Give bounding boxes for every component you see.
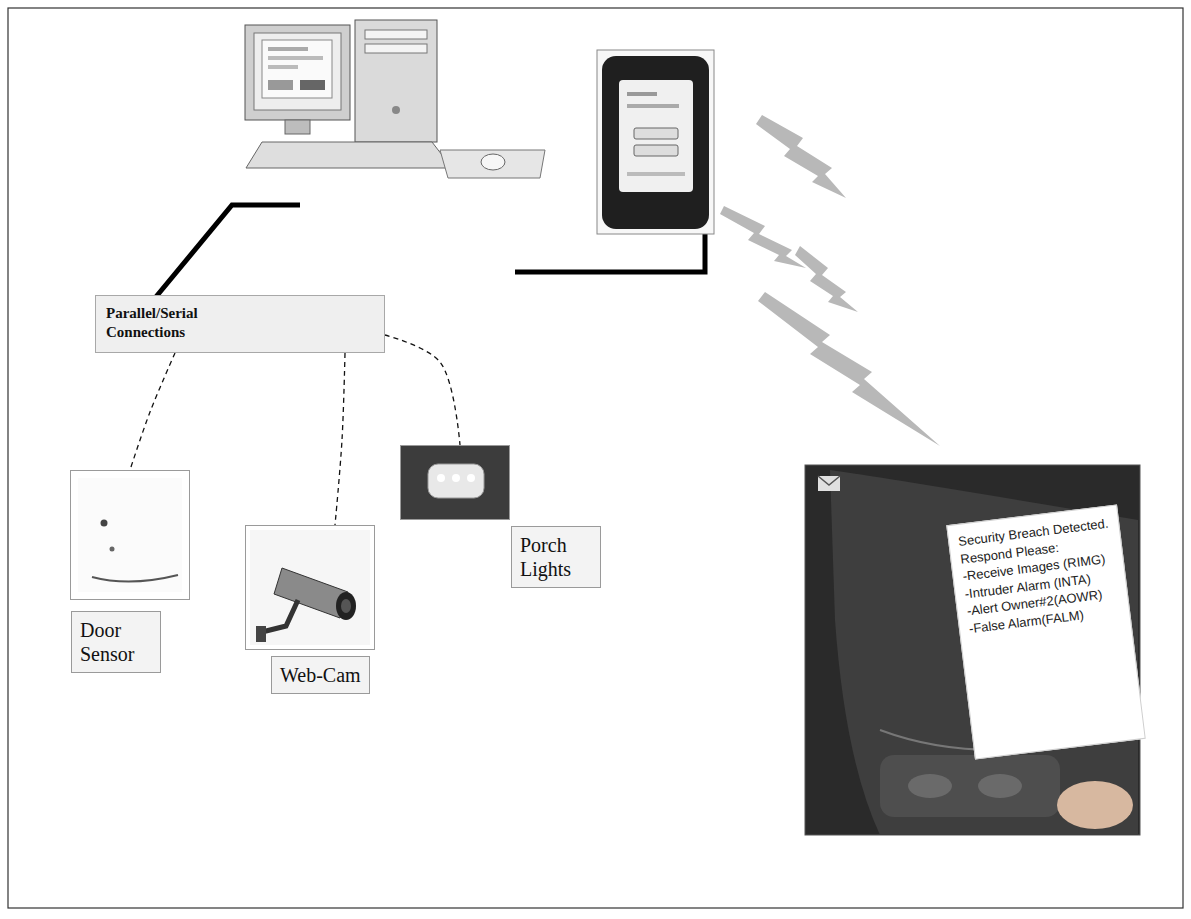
label-box: Porch Lights: [511, 526, 601, 588]
modem-screen: [619, 80, 693, 192]
page-border: [8, 8, 1183, 908]
porch-light-picture: [401, 446, 509, 519]
screen-button: [268, 80, 293, 90]
web-cam-picture: [250, 530, 370, 645]
monitor-screen: [254, 33, 341, 110]
phone-keypad: [880, 755, 1060, 817]
modem-body: [602, 56, 709, 229]
thumb: [1057, 781, 1133, 829]
screen-line: [627, 104, 679, 108]
monitor-stand: [285, 120, 310, 134]
sensor-led: [101, 520, 108, 527]
device-frame: Web-Cam: [245, 525, 375, 650]
mouse-pad: [440, 150, 545, 178]
dashed-connector: [130, 353, 175, 470]
computer-tower: [355, 20, 437, 142]
lightning-bolt: [756, 115, 846, 198]
screen-button: [634, 128, 678, 139]
phone-key: [908, 774, 952, 798]
lightning-bolt: [795, 246, 858, 312]
photo-background: [401, 446, 509, 519]
device-frame: Porch Lights: [400, 445, 510, 520]
computer-illustration: [245, 20, 545, 178]
camera-mount: [262, 600, 298, 632]
screen-line: [268, 47, 308, 51]
dashed-connector: [335, 353, 345, 525]
drive-slot: [365, 30, 427, 39]
lightning-bolt: [758, 292, 940, 446]
envelope-icon: [818, 476, 840, 491]
camera-lens: [336, 592, 356, 620]
phone-key: [978, 774, 1022, 798]
sensor-edge: [92, 575, 178, 582]
camera-lens: [341, 599, 351, 613]
sensor-body: [78, 478, 182, 592]
device-label: Door Sensor: [80, 618, 152, 666]
label-box: Web-Cam: [271, 656, 370, 694]
screen-button: [300, 80, 325, 90]
camera-background: [250, 530, 370, 645]
power-button: [392, 106, 400, 114]
keyboard: [246, 142, 452, 168]
sensor-screw: [110, 547, 115, 552]
screen-line: [268, 65, 298, 69]
screen-button: [634, 145, 678, 156]
screen-line: [627, 172, 685, 176]
wireless-signal: [720, 115, 940, 446]
drive-slot: [365, 44, 427, 53]
dashed-connector: [385, 335, 460, 445]
lightning-bolt: [720, 206, 806, 268]
screen-line: [627, 92, 657, 96]
box-label: Parallel/Serial Connections: [106, 304, 256, 342]
cable: [515, 233, 705, 272]
mouse: [481, 154, 505, 170]
sms-message-box: Security Breach Detected.Respond Please:…: [946, 504, 1145, 759]
modem-frame: [597, 50, 714, 234]
screen-line: [268, 56, 323, 60]
door-sensor-picture: [78, 478, 182, 592]
lamp-bulb: [437, 474, 445, 482]
cable: [155, 205, 300, 298]
camera-mount: [256, 626, 266, 642]
lamp-bulb: [467, 474, 475, 482]
lamp-body: [428, 464, 484, 498]
label-box: Door Sensor: [71, 611, 161, 673]
device-label: Web-Cam: [280, 663, 361, 687]
interface-box: Parallel/Serial Connections: [95, 295, 385, 353]
screen-dialog: [262, 40, 332, 98]
device-label: Porch Lights: [520, 533, 592, 581]
device-frame: Door Sensor: [70, 470, 190, 600]
gsm-modem: [597, 50, 714, 234]
lamp-bulb: [452, 474, 460, 482]
monitor: [245, 25, 350, 120]
envelope-icon: [818, 476, 840, 485]
